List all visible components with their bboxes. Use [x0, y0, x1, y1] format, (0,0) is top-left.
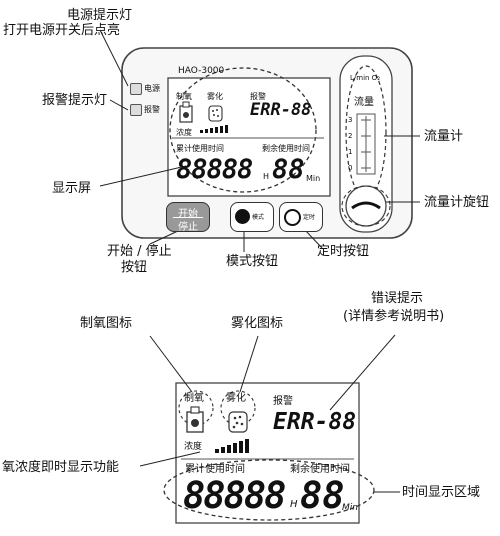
timer-label: 定时 — [303, 214, 316, 221]
lcd-alarm: 报警 — [273, 396, 293, 407]
alarm-led-label: 报警 — [144, 105, 160, 114]
lcd-hours: 88888 — [183, 474, 286, 517]
callout-concentration: 氧浓度即时显示功能 — [2, 460, 120, 475]
lcd-small-minutes-unit: Min — [306, 174, 321, 183]
lcd-used-time: 累计使用时间 — [185, 464, 245, 475]
stop-label: 停止 — [178, 222, 198, 233]
start-stop-button[interactable]: 开始 停止 — [166, 202, 210, 233]
flow-title: 流量 — [354, 97, 374, 108]
lcd-small-minutes: 88 — [272, 154, 305, 185]
lcd-minutes: 88 — [300, 474, 345, 517]
callout-error-2: (详情参考说明书) — [343, 309, 445, 324]
callout-oxygen-icon: 制氧图标 — [80, 316, 133, 331]
power-led-label: 电源 — [144, 84, 160, 93]
lcd-error: ERR-88 — [273, 409, 357, 435]
time-area-dashed-outline — [163, 459, 375, 521]
callout-timer-button: 定时按钮 — [317, 244, 370, 259]
start-label: 开始 — [178, 209, 198, 220]
atomize-icon — [228, 411, 248, 433]
power-led — [130, 83, 142, 95]
alarm-led — [130, 104, 142, 116]
flow-scale-3: 3 — [348, 116, 353, 124]
lcd-enlarged-panel — [175, 382, 360, 524]
lcd-minutes-unit: Min — [342, 503, 358, 513]
callout-atomize-icon: 雾化图标 — [231, 316, 284, 331]
callout-flowmeter: 流量计 — [424, 129, 464, 144]
lcd-small-error: ERR-88 — [250, 100, 312, 120]
display-dashed-outline — [169, 67, 317, 193]
lcd-small-used: 累计使用时间 — [176, 144, 224, 153]
lcd-small-hours-unit: H — [263, 172, 270, 181]
callout-start-stop-1: 开始 / 停止 — [107, 244, 172, 259]
lcd-small-alarm: 报警 — [250, 92, 266, 101]
flow-knob — [345, 185, 387, 227]
mode-button[interactable]: 模式 — [230, 202, 274, 232]
callout-alarm-led: 报警提示灯 — [42, 93, 108, 108]
lcd-concentration: 浓度 — [184, 442, 203, 452]
clock-icon — [284, 209, 301, 226]
callout-power-led-2: 打开电源开关后点亮 — [3, 23, 121, 38]
lcd-atomize: 雾化 — [226, 393, 246, 404]
timer-button[interactable]: 定时 — [279, 202, 323, 232]
flow-scale-1: 1 — [348, 148, 353, 156]
callout-flow-knob: 流量计旋钮 — [424, 195, 490, 210]
lcd-hours-unit: H — [290, 499, 298, 510]
callout-start-stop-2: 按钮 — [121, 260, 148, 275]
flow-scale-0: 0 — [348, 164, 353, 172]
callout-display: 显示屏 — [52, 181, 92, 196]
mode-label: 模式 — [252, 214, 265, 221]
flow-scale-2: 2 — [348, 132, 353, 140]
lcd-small-atomize: 雾化 — [207, 92, 223, 101]
model-label: HAO-3000 — [178, 66, 225, 76]
callout-error-1: 错误提示 — [371, 291, 424, 306]
flow-unit: L/min O₂ — [350, 74, 380, 82]
lcd-small-remaining: 剩余使用时间 — [262, 144, 310, 153]
callout-power-led-1: 电源提示灯 — [67, 8, 133, 23]
lcd-oxygen: 制氧 — [184, 393, 204, 404]
lcd-small-hours: 88888 — [176, 154, 253, 185]
atomize-icon-small — [208, 105, 223, 122]
lcd-small-oxygen: 制氧 — [176, 92, 192, 101]
callout-mode-button: 模式按钮 — [226, 254, 279, 269]
callout-time-area: 时间显示区域 — [402, 485, 481, 500]
lcd-remaining-time: 剩余使用时间 — [290, 464, 350, 475]
mode-icon — [235, 209, 250, 224]
lcd-small-concentration: 浓度 — [176, 128, 192, 137]
